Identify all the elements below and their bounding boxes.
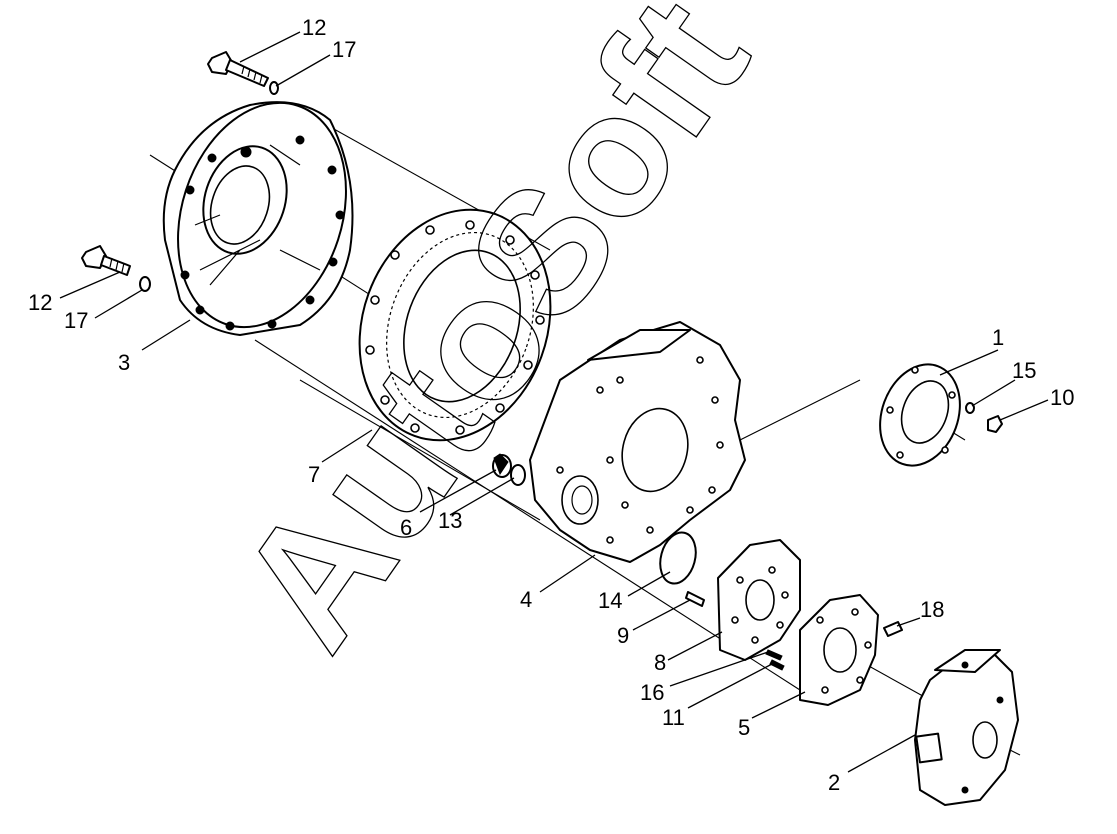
callout-12-left: 12 bbox=[28, 290, 52, 315]
callout-1: 1 bbox=[992, 325, 1004, 350]
callout-6: 6 bbox=[400, 515, 412, 540]
part-10-screw bbox=[987, 415, 1003, 433]
part-12-bolt-top bbox=[207, 51, 269, 87]
callout-14: 14 bbox=[598, 588, 622, 613]
callout-7: 7 bbox=[308, 462, 320, 487]
callout-3: 3 bbox=[118, 350, 130, 375]
part-6-bushing bbox=[492, 453, 512, 478]
callout-18: 18 bbox=[920, 597, 944, 622]
part-4-main-housing bbox=[529, 321, 746, 563]
callout-17-top: 17 bbox=[332, 37, 356, 62]
callout-10: 10 bbox=[1050, 385, 1074, 410]
callout-4: 4 bbox=[520, 587, 532, 612]
part-3-cover-housing bbox=[162, 101, 354, 336]
callout-9: 9 bbox=[617, 623, 629, 648]
part-1-end-cap bbox=[879, 363, 961, 467]
part-8-plate bbox=[717, 539, 801, 661]
part-13-o-ring bbox=[510, 464, 526, 486]
part-5-gasket bbox=[799, 594, 879, 706]
callout-12-top: 12 bbox=[302, 15, 326, 40]
callout-17-left: 17 bbox=[64, 308, 88, 333]
callout-8: 8 bbox=[654, 650, 666, 675]
part-15-washer bbox=[965, 402, 975, 414]
part-2-rear-housing bbox=[914, 649, 1019, 806]
part-9-pin bbox=[685, 591, 705, 607]
part-14-ring-seal bbox=[659, 531, 697, 585]
callout-2: 2 bbox=[828, 770, 840, 795]
callout-11: 11 bbox=[662, 705, 685, 730]
leader-lines bbox=[59, 31, 1049, 773]
callout-15: 15 bbox=[1012, 358, 1036, 383]
callout-13: 13 bbox=[438, 508, 462, 533]
part-17-washer-top bbox=[269, 81, 279, 95]
callout-5: 5 bbox=[738, 715, 750, 740]
part-17-washer-left bbox=[139, 276, 151, 292]
callout-labels: 12 17 12 17 3 7 6 13 4 14 9 8 16 11 5 2 … bbox=[28, 15, 1074, 795]
part-12-bolt-left bbox=[81, 245, 131, 276]
part-16-screw bbox=[765, 649, 783, 661]
callout-16: 16 bbox=[640, 680, 664, 705]
part-7-ring-gear bbox=[358, 208, 552, 442]
part-18-dowel bbox=[883, 621, 903, 637]
part-11-screw bbox=[769, 659, 785, 671]
